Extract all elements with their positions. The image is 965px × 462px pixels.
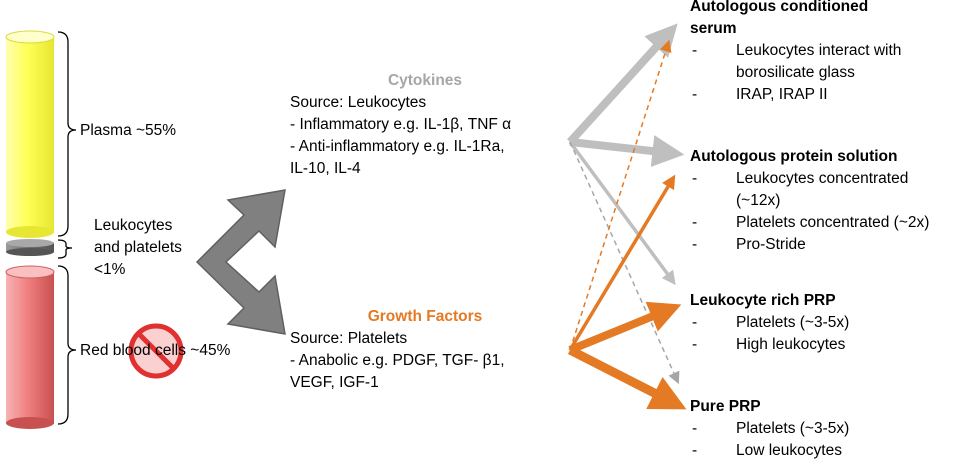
buffy-coat-layer — [6, 243, 54, 252]
growth-factors-line: - Anabolic e.g. PDGF, TGF- β1, — [290, 352, 505, 369]
product-title: Leukocyte rich PRP — [690, 292, 836, 309]
arrow-gf-to-lrprp — [568, 301, 682, 354]
bullet-item: Pro-Stride — [690, 234, 929, 256]
buffy-coat-label-line: Leukocytes — [94, 217, 173, 234]
plasma-label: Plasma ~55% — [80, 122, 177, 139]
bullet-item: High leukocytes — [690, 334, 849, 356]
product-title: Autologous conditioned — [690, 0, 869, 15]
product-title: serum — [690, 20, 737, 37]
growth-factors-line: Source: Platelets — [290, 330, 408, 347]
cytokines-title: Cytokines — [387, 72, 463, 89]
bullet-line: Low leukocytes — [736, 442, 842, 459]
bullet-line: Leukocytes concentrated — [736, 170, 909, 187]
buffy-coat-bottom — [6, 248, 54, 256]
rbc-bracket — [57, 265, 77, 425]
product-acs: Autologous conditioned serum Leukocytes … — [690, 0, 901, 106]
bullet-line: Platelets (~3-5x) — [736, 420, 850, 437]
bullet-line: IRAP, IRAP II — [736, 86, 828, 103]
arrow-gf-to-aps — [568, 174, 676, 351]
red-cell-label: Red blood cells ~45% — [80, 342, 231, 359]
bullet-line: Leukocytes interact with — [736, 42, 902, 59]
buffy-coat-label: Leukocytes and platelets <1% — [94, 215, 182, 281]
growth-factors-block: Growth Factors Source: Platelets - Anabo… — [290, 306, 560, 394]
buffy-coat-top — [6, 239, 54, 247]
cytokines-line: - Anti-inflammatory e.g. IL-1Ra, — [290, 138, 505, 155]
plasma-layer — [6, 36, 54, 233]
plasma-top — [5, 30, 55, 44]
arrow-cytokine-to-aps — [569, 135, 685, 167]
bullet-line: High leukocytes — [736, 336, 846, 353]
bullet-item: Leukocytes concentrated (~12x) — [690, 168, 929, 212]
split-arrow-icon — [195, 189, 286, 335]
bullet-item: Low leukocytes — [690, 440, 849, 462]
bullet-line: Platelets concentrated (~2x) — [736, 214, 930, 231]
cytokines-line: Source: Leukocytes — [290, 94, 427, 111]
product-bullets: Leukocytes concentrated (~12x) Platelets… — [690, 168, 929, 256]
product-bullets: Platelets (~3-5x) Low leukocytes — [690, 418, 849, 462]
buffy-coat-label-line: <1% — [94, 261, 126, 278]
bullet-line: borosilicate glass — [736, 64, 855, 81]
bullet-item: IRAP, IRAP II — [690, 84, 901, 106]
cytokines-line: IL-10, IL-4 — [290, 160, 361, 177]
growth-factors-title: Growth Factors — [367, 308, 483, 325]
plasma-bottom — [6, 226, 54, 238]
red-cell-layer — [6, 272, 54, 424]
product-bullets: Platelets (~3-5x) High leukocytes — [690, 312, 849, 356]
bullet-item: Platelets (~3-5x) — [690, 418, 849, 440]
buffy-bracket — [57, 239, 73, 259]
product-title: Pure PRP — [690, 398, 761, 415]
red-cell-bottom — [6, 417, 54, 429]
bullet-line: Pro-Stride — [736, 236, 806, 253]
cytokines-block: Cytokines Source: Leukocytes - Inflammat… — [290, 70, 560, 180]
bullet-item: Platelets concentrated (~2x) — [690, 212, 929, 234]
product-lrprp: Leukocyte rich PRP Platelets (~3-5x) Hig… — [690, 290, 849, 356]
growth-factors-line: VEGF, IGF-1 — [290, 374, 379, 391]
bullet-line: Platelets (~3-5x) — [736, 314, 850, 331]
prohibition-icon — [128, 323, 184, 379]
bullet-item: Platelets (~3-5x) — [690, 312, 849, 334]
arrow-cytokine-to-acs — [567, 23, 678, 145]
bullet-item: Leukocytes interact with borosilicate gl… — [690, 40, 901, 84]
product-aps: Autologous protein solution Leukocytes c… — [690, 146, 929, 256]
product-title: Autologous protein solution — [690, 148, 898, 165]
blood-tube — [5, 30, 55, 429]
cytokines-line: - Inflammatory e.g. IL-1β, TNF α — [290, 116, 512, 133]
red-cell-top — [5, 265, 55, 279]
buffy-coat-label-line: and platelets — [94, 239, 182, 256]
product-pureprp: Pure PRP Platelets (~3-5x) Low leukocyte… — [690, 396, 849, 462]
plasma-bracket — [57, 31, 77, 237]
product-bullets: Leukocytes interact with borosilicate gl… — [690, 40, 901, 106]
bullet-line: (~12x) — [736, 192, 781, 209]
arrow-gf-to-pureprp — [567, 345, 687, 410]
arrow-cytokine-to-lrprp — [568, 140, 676, 286]
growth-factor-arrows — [567, 39, 687, 410]
